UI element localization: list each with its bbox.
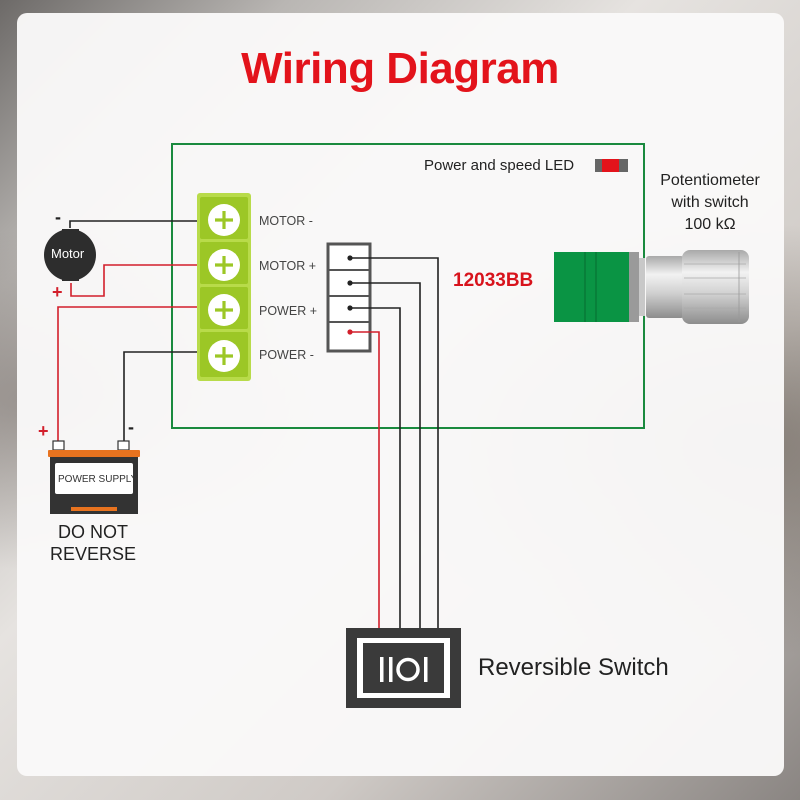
wire-motor-neg [69, 220, 197, 228]
power-supply-label: POWER SUPPLY [58, 474, 138, 485]
page-title: Wiring Diagram [241, 44, 559, 93]
switch-wire-3 [350, 307, 401, 628]
screw-icons [208, 204, 240, 372]
reversible-switch-icon[interactable] [346, 628, 461, 708]
potentiometer-label-line3: 100 kΩ [684, 216, 736, 233]
battery-negative-sign: - [128, 417, 134, 437]
motor-negative-sign: - [55, 207, 61, 227]
wire-power-pos [57, 306, 197, 442]
model-number: 12033BB [453, 270, 534, 291]
battery-icon [48, 440, 140, 514]
motor-positive-sign: + [52, 282, 63, 302]
wire-motor-pos [70, 264, 197, 297]
wire-power-neg [123, 351, 197, 442]
switch-wire-1 [350, 257, 439, 628]
led-label: Power and speed LED [424, 157, 575, 174]
potentiometer-label-line1: Potentiometer [660, 172, 760, 189]
screw-icon [208, 294, 240, 326]
battery-positive-sign: + [38, 421, 49, 441]
potentiometer-label: Potentiometer with switch 100 kΩ [648, 170, 772, 236]
terminal-label-power-neg: POWER - [259, 348, 314, 362]
reverse-warning-line1: DO NOT [58, 522, 128, 542]
terminal-label-motor-pos: MOTOR + [259, 259, 317, 273]
terminal-label-power-pos: POWER + [259, 304, 317, 318]
reversible-switch-label: Reversible Switch [478, 654, 669, 681]
motor-icon [44, 229, 96, 281]
reverse-warning: DO NOT REVERSE [38, 521, 148, 565]
potentiometer-label-line2: with switch [671, 194, 749, 211]
terminal-label-motor-neg: MOTOR - [259, 214, 313, 228]
reverse-warning-line2: REVERSE [49, 544, 137, 564]
led-indicator-icon [595, 159, 628, 172]
screw-icon [208, 249, 240, 281]
switch-wire-4 [350, 331, 380, 628]
potentiometer-icon [554, 250, 749, 324]
screw-icon [208, 340, 240, 372]
switch-wire-2 [350, 282, 421, 628]
motor-label: Motor [51, 246, 85, 261]
switch-connector [326, 242, 372, 353]
screw-icon [208, 204, 240, 236]
